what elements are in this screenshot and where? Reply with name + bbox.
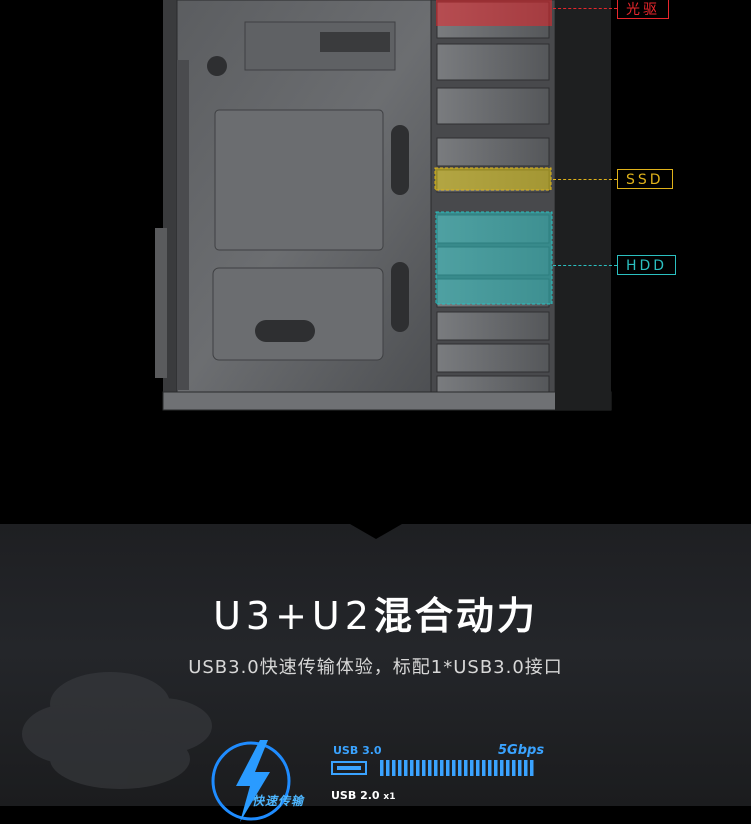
- speed-meter-tick: [398, 760, 402, 776]
- speed-meter-tick: [386, 760, 390, 776]
- speed-meter-tick: [494, 760, 498, 776]
- ssd-callout: SSD: [617, 169, 673, 189]
- speed-meter-tick: [440, 760, 444, 776]
- hdd-callout-line: [553, 265, 617, 266]
- speed-meter-tick: [476, 760, 480, 776]
- speed-meter-tick: [530, 760, 534, 776]
- usb3-port-icon: [331, 761, 367, 775]
- speed-meter-tick: [470, 760, 474, 776]
- optical-callout-line: [553, 8, 617, 9]
- decorative-plant-silhouette: [22, 672, 212, 789]
- usb3-label: USB 3.0: [333, 744, 382, 757]
- speed-meter-tick: [464, 760, 468, 776]
- speed-meter-tick: [518, 760, 522, 776]
- headline-cn: 混合动力: [373, 594, 538, 638]
- promo-headline: U3+U2混合动力: [0, 585, 751, 640]
- speed-meter-tick: [428, 760, 432, 776]
- usb2-count: x1: [383, 792, 396, 802]
- usb3-speed-label: 5Gbps: [498, 743, 545, 758]
- speed-meter-tick: [452, 760, 456, 776]
- speed-meter-tick: [410, 760, 414, 776]
- speed-meter-tick: [380, 760, 384, 776]
- speed-meter-tick: [500, 760, 504, 776]
- ssd-callout-line: [553, 179, 617, 180]
- hdd-callout: HDD: [617, 255, 677, 275]
- promo-subline: USB3.0快速传输体验，标配1*USB3.0接口: [188, 657, 563, 678]
- speed-meter-tick: [488, 760, 492, 776]
- speed-meter-tick: [506, 760, 510, 776]
- usb-promo-section: [0, 524, 751, 806]
- speed-meter-tick: [524, 760, 528, 776]
- speed-meter-tick: [446, 760, 450, 776]
- optical-drive-callout: 光驱: [617, 0, 669, 19]
- pc-case-illustration: [155, 0, 612, 411]
- usb2-label-text: USB 2.0: [331, 789, 380, 802]
- headline-latin: U3+U2: [213, 594, 374, 638]
- chassis-showcase: 光驱 SSD HDD: [155, 0, 677, 411]
- speed-meter-tick: [392, 760, 396, 776]
- usb2-label: USB 2.0 x1: [331, 789, 395, 802]
- speed-meter-tick: [434, 760, 438, 776]
- speed-meter-tick: [404, 760, 408, 776]
- lightning-bolt-icon: [211, 740, 291, 822]
- speed-meter-tick: [482, 760, 486, 776]
- fast-transfer-label: 快速传输: [252, 794, 305, 808]
- speed-meter-tick: [458, 760, 462, 776]
- section-divider-arrow: [350, 524, 402, 539]
- speed-meter-tick: [422, 760, 426, 776]
- speed-meter: [380, 760, 534, 776]
- speed-meter-tick: [512, 760, 516, 776]
- speed-meter-tick: [416, 760, 420, 776]
